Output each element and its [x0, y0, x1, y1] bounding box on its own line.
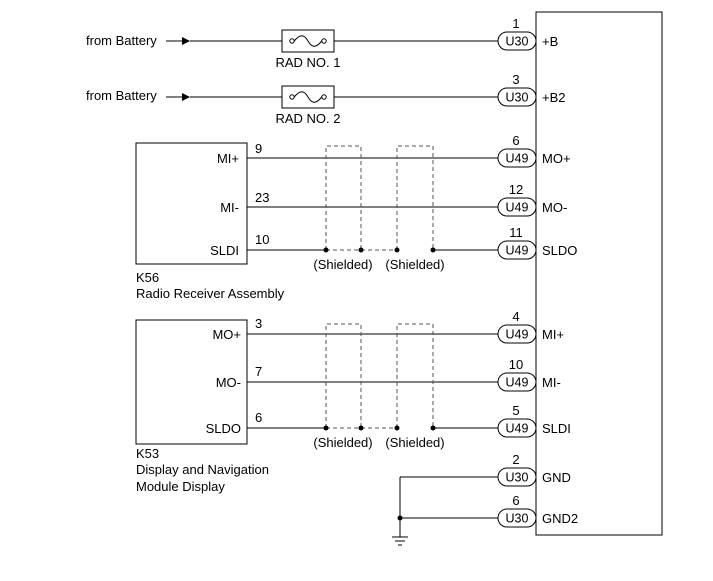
signal-label: MI+ — [542, 327, 564, 342]
radio-pin-number-9: 9 — [255, 141, 262, 156]
radio-pin-number-23: 23 — [255, 190, 269, 205]
display-code: K53 — [136, 446, 159, 461]
connector-badge — [497, 467, 537, 487]
connector-code: U49 — [506, 201, 529, 215]
main-unit-pins: U301+BU303+B2U496MO+U4912MO-U4911SLDOU49… — [497, 16, 578, 528]
main-unit-box — [535, 11, 663, 536]
display-pin-number-7: 7 — [255, 364, 262, 379]
pin-number: 10 — [509, 357, 523, 372]
fuse-label-1: RAD NO. 1 — [275, 55, 340, 70]
radio-pin-label-mi-plus: MI+ — [217, 151, 239, 166]
arrow-right-icon — [182, 93, 190, 101]
main-unit-pin--minusplusb2: U30 3 +B2 — [497, 72, 566, 107]
radio-receiver-box — [135, 142, 248, 265]
display-pin-label-mo-minus: MO- — [216, 375, 241, 390]
signal-label: +B2 — [542, 90, 566, 105]
pin-number: 3 — [512, 72, 519, 87]
display-pin-number-3: 3 — [255, 316, 262, 331]
battery-line-1: from Battery RAD NO. 1 — [86, 29, 498, 70]
connector-badge — [497, 508, 537, 528]
shield-label: (Shielded) — [313, 257, 372, 272]
battery-line-2: from Battery RAD NO. 2 — [86, 85, 498, 126]
arrow-right-icon — [182, 37, 190, 45]
display-name-line-2: Module Display — [136, 479, 225, 494]
pin-number: 11 — [509, 225, 523, 240]
connector-badge — [497, 418, 537, 438]
display-name-line-1: Display and Navigation — [136, 462, 269, 477]
radio-code: K56 — [136, 270, 159, 285]
signal-label: +B — [542, 34, 558, 49]
connector-code: U49 — [506, 422, 529, 436]
from-battery-label-2: from Battery — [86, 88, 157, 103]
shield-group-display — [323, 323, 436, 431]
connector-badge — [497, 240, 537, 260]
connector-code: U49 — [506, 244, 529, 258]
signal-label: MO- — [542, 200, 567, 215]
pin-number: 4 — [512, 309, 519, 324]
pin-number: 1 — [512, 16, 519, 31]
fuse-icon — [281, 85, 335, 109]
main-unit-pin-mo-minusplus: U49 6MO+ — [497, 133, 571, 168]
signal-label: GND — [542, 470, 571, 485]
shield-label: (Shielded) — [385, 257, 444, 272]
connector-badge — [497, 372, 537, 392]
display-pin-label-sldo: SLDO — [206, 421, 241, 436]
connector-code: U30 — [506, 91, 529, 105]
ground-icon — [392, 536, 408, 546]
signal-label: MO+ — [542, 151, 571, 166]
pin-number: 2 — [512, 452, 519, 467]
connector-code: U49 — [506, 328, 529, 342]
connector-badge — [497, 324, 537, 344]
signal-label: MI- — [542, 375, 561, 390]
pin-number: 5 — [512, 403, 519, 418]
signal-label: GND2 — [542, 511, 578, 526]
radio-name: Radio Receiver Assembly — [136, 286, 285, 301]
from-battery-label-1: from Battery — [86, 33, 157, 48]
connector-badge — [497, 148, 537, 168]
connector-code: U30 — [506, 512, 529, 526]
ground-wiring — [397, 476, 498, 537]
connector-code: U49 — [506, 376, 529, 390]
shield-label: (Shielded) — [313, 435, 372, 450]
connector-badge — [497, 87, 537, 107]
fuse-label-2: RAD NO. 2 — [275, 111, 340, 126]
shield-label: (Shielded) — [385, 435, 444, 450]
radio-pin-number-10: 10 — [255, 232, 269, 247]
connector-code: U30 — [506, 35, 529, 49]
connector-badge — [497, 197, 537, 217]
fuse-icon — [281, 29, 335, 53]
connector-code: U30 — [506, 471, 529, 485]
radio-pin-label-sldi: SLDI — [210, 243, 239, 258]
shield-group-radio — [323, 145, 436, 253]
connector-badge — [497, 31, 537, 51]
pin-number: 6 — [512, 493, 519, 508]
signal-label: SLDO — [542, 243, 577, 258]
main-unit-pin-mi-minusplus: U49 4MI+ — [497, 309, 564, 344]
pin-number: 6 — [512, 133, 519, 148]
radio-pin-label-mi-minus: MI- — [220, 200, 239, 215]
pin-number: 12 — [509, 182, 523, 197]
signal-label: SLDI — [542, 421, 571, 436]
main-unit-pin--minusplusb: U30 1 +B — [497, 16, 558, 51]
display-pin-number-6: 6 — [255, 410, 262, 425]
display-pin-label-mo-plus: MO+ — [212, 327, 241, 342]
connector-code: U49 — [506, 152, 529, 166]
